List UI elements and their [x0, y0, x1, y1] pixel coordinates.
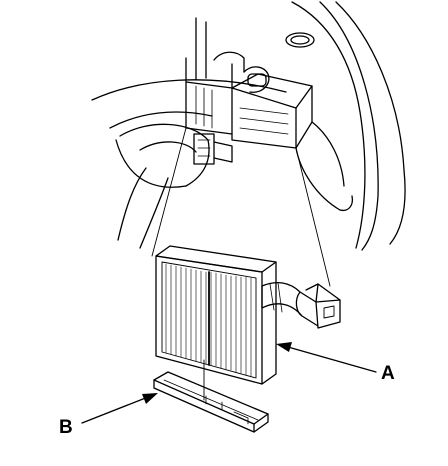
guide-lines [151, 127, 331, 401]
core-bracket [153, 371, 269, 433]
heater-core-fins [165, 263, 252, 377]
heater-core [155, 245, 341, 385]
callout-label-b: B [59, 417, 73, 438]
heater-housing [185, 17, 354, 212]
callout-label-a: A [381, 363, 395, 384]
steering-column-outline [115, 123, 233, 249]
callout-leader-a [276, 342, 377, 373]
heater-core-pipes [261, 281, 341, 329]
dashboard-outline [91, 1, 406, 251]
callout-leader-b [81, 393, 158, 424]
